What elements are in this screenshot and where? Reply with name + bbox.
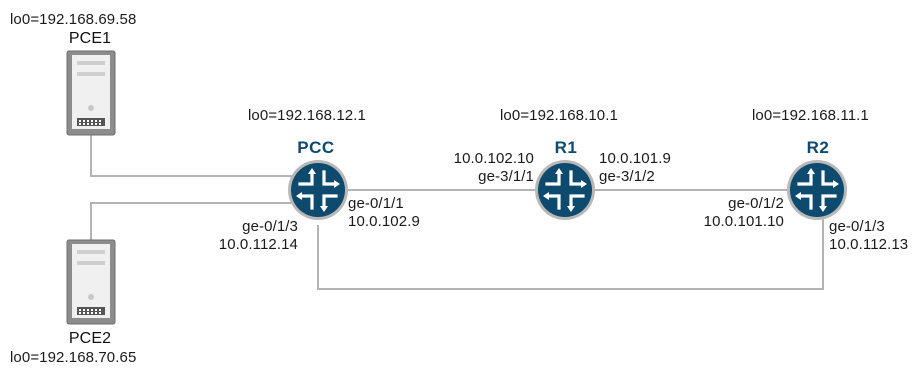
r2-r1-interface-ip: 10.0.101.10 (703, 213, 784, 230)
r1-r2-interface-name: ge-3/1/2 (599, 168, 655, 185)
pcc-r2-interface-name: ge-0/1/3 (242, 218, 298, 235)
pce2-name-label: PCE2 (68, 330, 112, 347)
r2-router-icon (787, 160, 847, 220)
pcc-r1-interface-name: ge-0/1/1 (348, 195, 404, 212)
r2-loopback-label: lo0=192.168.11.1 (752, 107, 869, 124)
pcc-r2-interface-ip: 10.0.112.14 (218, 236, 298, 253)
pce2-loopback-label: lo0=192.168.70.65 (10, 349, 137, 366)
r2-r1-interface-name: ge-0/1/2 (728, 195, 784, 212)
r2-pcc-interface-ip: 10.0.112.13 (829, 236, 909, 253)
link-pce2-pcc (90, 202, 300, 240)
pce1-server-icon (66, 50, 116, 136)
pcc-loopback-label: lo0=192.168.12.1 (248, 107, 366, 124)
r1-pcc-interface-name: ge-3/1/1 (478, 168, 534, 185)
pcc-r1-interface-ip: 10.0.102.9 (348, 213, 420, 230)
pce1-loopback-label: lo0=192.168.69.58 (10, 11, 137, 28)
pce2-server-icon (66, 239, 116, 325)
link-pce1-pcc (90, 135, 300, 177)
pcc-router-icon (288, 160, 348, 220)
r1-loopback-label: lo0=192.168.10.1 (500, 107, 618, 124)
r2-name-label: R2 (806, 138, 830, 157)
r1-pcc-interface-ip: 10.0.102.10 (453, 150, 534, 167)
r2-pcc-interface-name: ge-0/1/3 (829, 218, 885, 235)
r1-router-icon (535, 160, 595, 220)
pce1-name-label: PCE1 (68, 30, 112, 47)
link-pcc-r2 (317, 212, 824, 290)
pcc-name-label: PCC (297, 138, 335, 157)
r1-r2-interface-ip: 10.0.101.9 (599, 150, 671, 167)
r1-name-label: R1 (554, 138, 578, 157)
